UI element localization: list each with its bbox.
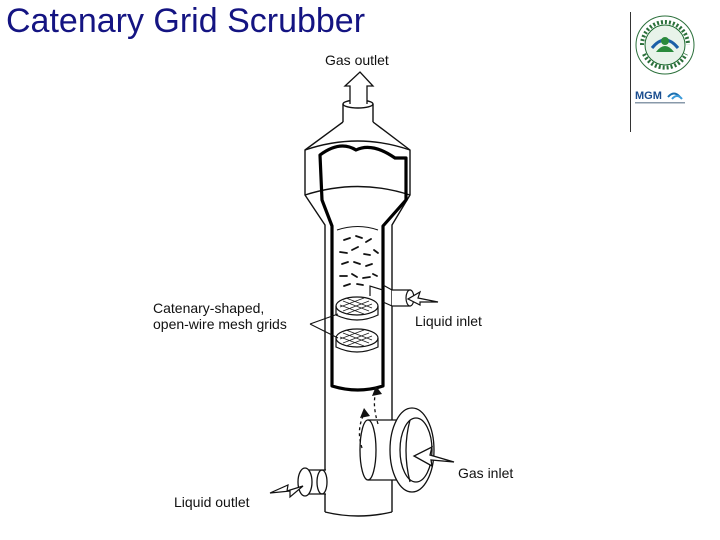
label-liquid-inlet: Liquid inlet xyxy=(415,313,482,329)
label-gas-outlet: Gas outlet xyxy=(325,52,389,68)
label-grids-line1: Catenary-shaped, xyxy=(153,300,265,316)
mgm-logo-icon: MGM xyxy=(634,86,690,111)
label-grids-line2: open-wire mesh grids xyxy=(153,316,287,332)
header-divider xyxy=(630,12,631,132)
label-gas-inlet: Gas inlet xyxy=(458,465,514,481)
label-liquid-outlet: Liquid outlet xyxy=(174,494,250,510)
svg-text:MGM: MGM xyxy=(635,90,662,102)
epa-seal-icon xyxy=(634,14,696,81)
slide-title: Catenary Grid Scrubber xyxy=(6,2,366,40)
